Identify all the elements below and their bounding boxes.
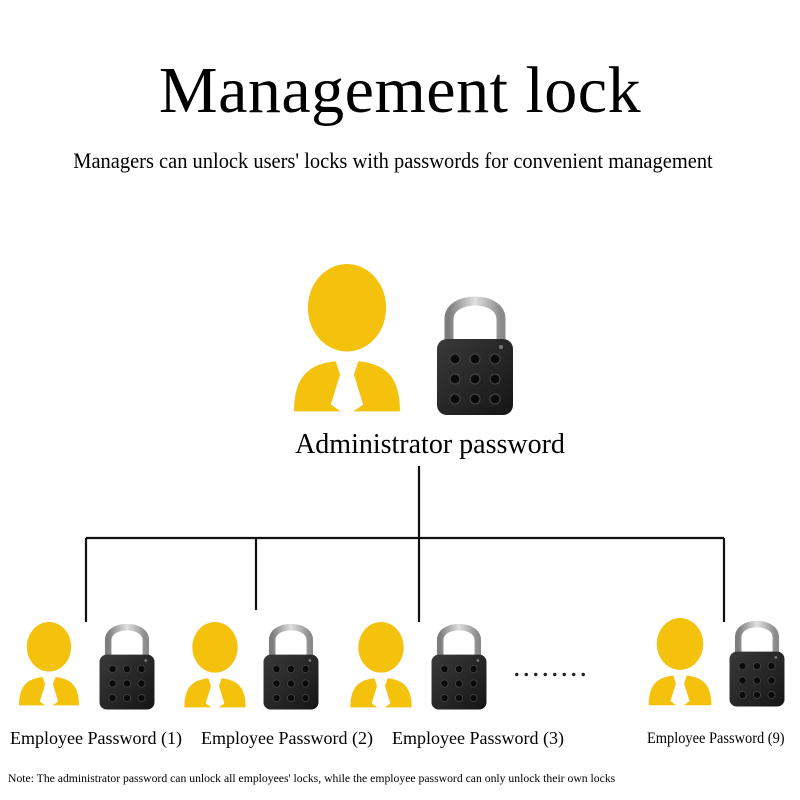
employee-3-padlock-icon bbox=[430, 617, 488, 711]
employee-3-label: Employee Password (3) bbox=[392, 728, 564, 748]
employee-2-person-icon bbox=[184, 622, 246, 710]
employee-3-person-icon bbox=[350, 622, 412, 710]
footnote: Note: The administrator password can unl… bbox=[8, 772, 616, 785]
employee-9-padlock-icon bbox=[728, 614, 786, 708]
employee-1-label: Employee Password (1) bbox=[10, 728, 182, 748]
employee-2-padlock-icon bbox=[262, 617, 320, 711]
employee-1-padlock-icon bbox=[98, 617, 156, 711]
ellipsis: ........ bbox=[513, 650, 589, 683]
admin-password-label: Administrator password bbox=[295, 429, 565, 460]
page-title: Management lock bbox=[158, 54, 642, 127]
employee-9-person-icon bbox=[648, 618, 712, 708]
page-subtitle: Managers can unlock users' locks with pa… bbox=[73, 148, 713, 173]
employee-2-label: Employee Password (2) bbox=[201, 728, 373, 748]
employee-9-label: Employee Password (9) bbox=[647, 730, 785, 747]
employee-1-person-icon bbox=[19, 622, 79, 708]
